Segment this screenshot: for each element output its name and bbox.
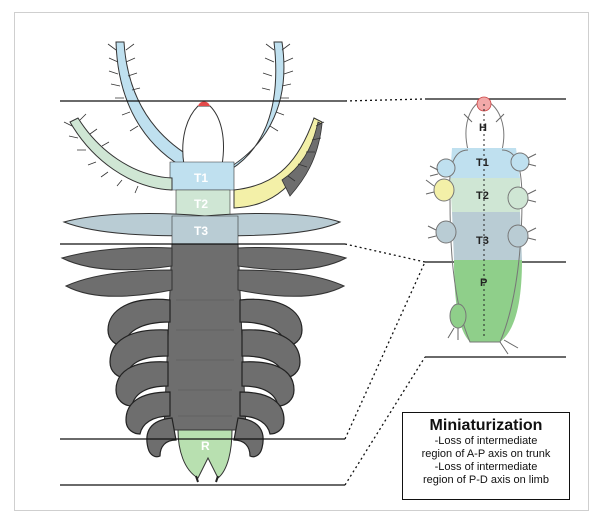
legend-box: Miniaturization -Loss of intermediate re… [402,412,570,500]
left-flap-1 [62,247,172,269]
left-head-tip [198,102,210,107]
tardigrade-p [454,260,522,342]
legend-line-2: region of A-P axis on trunk [403,448,569,461]
label-h-right: H [479,122,487,134]
label-t3-right: T3 [476,235,489,247]
left-flap-2 [66,270,172,296]
left-trunk [164,244,246,430]
legend-line-3: -Loss of intermediate [403,461,569,474]
right-antenna [222,42,284,172]
left-head [183,106,224,165]
label-t3-left: T3 [194,224,208,238]
label-p-right: P [480,277,487,289]
label-r-left: R [201,439,210,453]
legend-title: Miniaturization [403,417,569,435]
legend-line-1: -Loss of intermediate [403,435,569,448]
tail-spines [196,476,218,482]
label-t1-right: T1 [476,157,489,169]
left-flap-1r [238,247,346,269]
legend-line-4: region of P-D axis on limb [403,474,569,487]
left-tail [178,430,232,478]
label-t2-left: T2 [194,197,208,211]
label-t2-right: T2 [476,190,489,202]
label-t1-left: T1 [194,171,208,185]
left-flap-2r [238,270,344,296]
